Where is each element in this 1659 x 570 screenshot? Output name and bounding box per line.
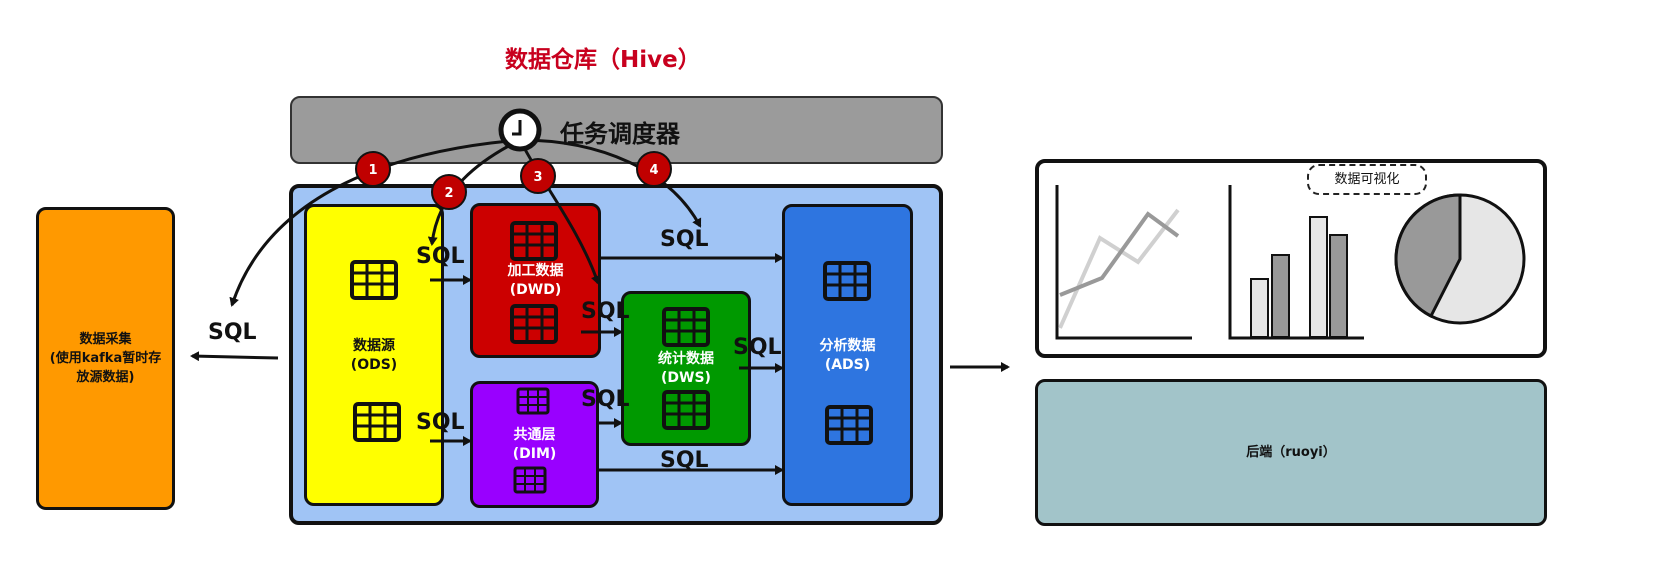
scheduler-label: 任务调度器 [560,120,680,148]
scheduler-bar [290,96,943,164]
step-badge-4: 4 [636,151,672,187]
dws-table-icon-bottom [662,390,710,430]
dim-name: 共通层 [513,427,556,443]
step-badge-2: 2 [431,174,467,210]
dim-table-icon-bottom [513,466,547,494]
sql-label-ods-dim: SQL [416,410,465,435]
ods-layer [304,204,444,506]
ods-table-icon-bottom [353,402,401,442]
schedule-arrow-2 [427,138,521,246]
dwd-label: 加工数据 (DWD) [470,262,601,300]
dim-layer [470,381,599,508]
sql-label-dwd-ads: SQL [660,227,709,252]
visualization-label: 数据可视化 [1334,172,1400,187]
step-4-text: 4 [649,163,658,178]
backend-box [1035,379,1547,526]
data-collection-line2: (使用kafka暂时存 [49,351,162,366]
dws-table-icon-top [662,307,710,347]
dwd-code: (DWD) [509,282,562,298]
dws-code: (DWS) [661,370,711,386]
ads-table-icon-top [823,261,871,301]
sql-label-dws-ads: SQL [733,335,782,360]
data-collection-label: 数据采集 (使用kafka暂时存 放源数据) [36,330,175,387]
dws-name: 统计数据 [658,351,714,367]
ads-label: 分析数据 (ADS) [782,337,913,375]
step-badge-3: 3 [520,158,556,194]
ads-name: 分析数据 [819,338,876,354]
sql-label-source: SQL [208,320,257,345]
sql-label-ods-dwd: SQL [416,244,465,269]
ods-code: (ODS) [350,357,398,373]
ads-table-icon-bottom [825,405,873,445]
dim-code: (DIM) [512,446,557,462]
arrow-to-source [190,351,279,362]
schedule-arrow-1 [229,138,521,307]
dws-label: 统计数据 (DWS) [621,350,751,388]
schedule-arrow-3 [518,139,601,285]
ads-code: (ADS) [824,357,871,373]
ods-table-icon-top [350,260,398,300]
ods-name: 数据源 [353,338,395,354]
dim-table-icon-top [516,387,550,415]
dwd-table-icon-bottom [510,304,558,344]
clock-icon [498,108,542,152]
step-3-text: 3 [533,170,542,185]
sql-label-dim-dws: SQL [581,387,630,412]
data-collection-box [36,207,175,510]
data-collection-line3: 放源数据) [76,370,135,385]
line-chart-illustration [1055,185,1192,340]
sql-label-dwd-dws: SQL [581,299,630,324]
ads-layer [782,204,913,506]
step-badge-1: 1 [355,151,391,187]
pie-chart-illustration [1394,193,1526,325]
diagram-title: 数据仓库（Hive） [505,47,701,73]
dim-label: 共通层 (DIM) [470,426,599,464]
step-2-text: 2 [444,186,453,201]
dwd-layer [470,203,601,358]
dwd-table-icon-top [510,221,558,261]
bar-chart-illustration [1228,185,1364,340]
data-collection-line1: 数据采集 [79,332,132,347]
schedule-arrow-4 [519,138,702,228]
ods-label: 数据源 (ODS) [304,337,444,375]
backend-label: 后端（ruoyi） [1246,445,1336,460]
visualization-tag: 数据可视化 [1307,164,1427,195]
dwd-name: 加工数据 [507,263,564,279]
step-1-text: 1 [368,163,377,178]
